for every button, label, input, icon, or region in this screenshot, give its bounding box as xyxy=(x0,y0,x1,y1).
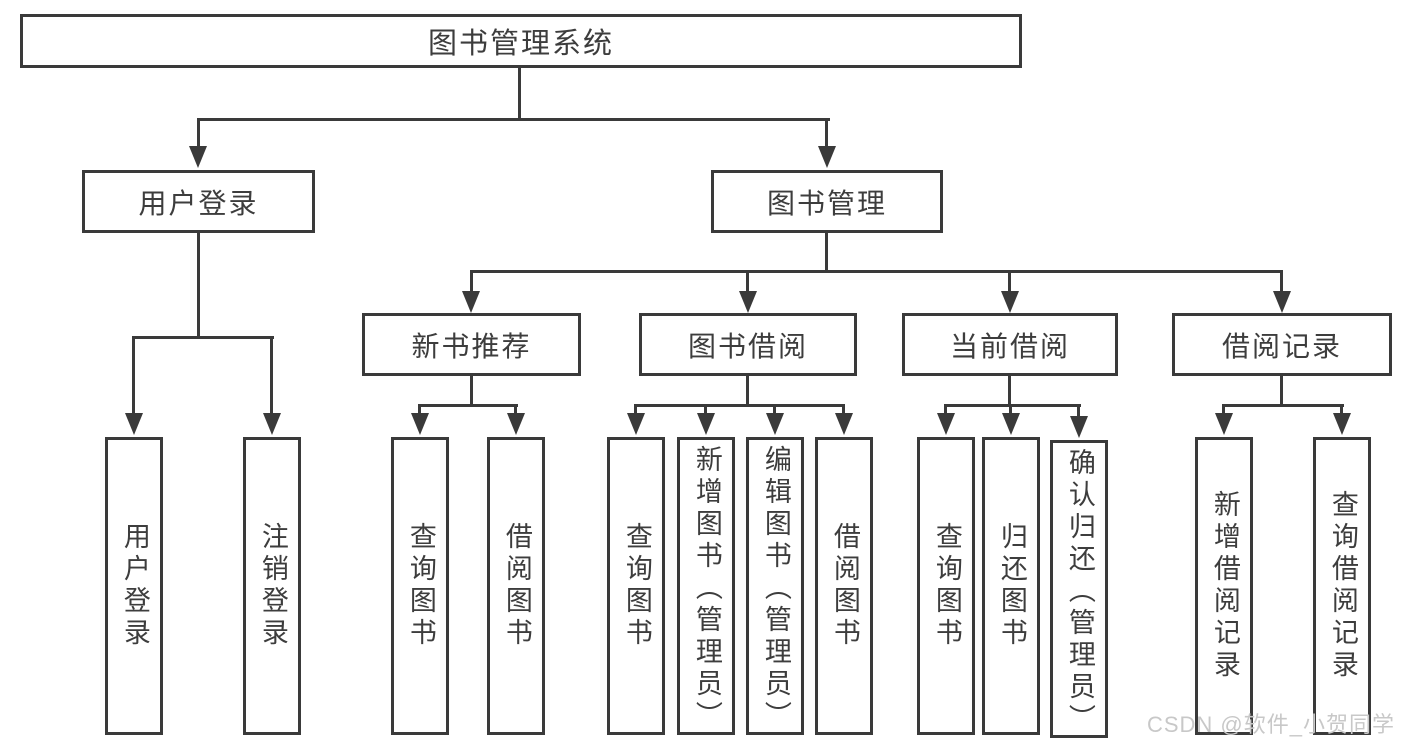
node-label: 图书管理 xyxy=(766,187,887,219)
connector-groupC-rail xyxy=(634,404,845,407)
connector-arrow-shaft xyxy=(1222,406,1225,417)
connector-arrow-shaft-book-management xyxy=(825,120,828,148)
leaf-borrow-books: 借阅图书 xyxy=(815,437,873,735)
leaf-label: 新增借阅记录 xyxy=(1209,490,1240,682)
arrow-down-icon xyxy=(1001,291,1019,313)
leaf-label: 查询图书 xyxy=(931,522,962,650)
arrow-down-icon xyxy=(739,291,757,313)
connector-arrow-shaft xyxy=(1340,406,1343,417)
connector-new-book-stem xyxy=(470,375,473,407)
node-label: 借阅记录 xyxy=(1221,330,1342,362)
connector-current-borrow-stem xyxy=(1008,375,1011,407)
arrow-down-icon xyxy=(125,413,143,435)
node-label: 当前借阅 xyxy=(949,330,1070,362)
arrow-down-icon xyxy=(1333,413,1351,435)
node-label: 新书推荐 xyxy=(411,330,532,362)
leaf-label: 编辑图书（管理员） xyxy=(760,445,791,733)
arrow-down-icon xyxy=(818,146,836,168)
arrow-down-icon xyxy=(411,413,429,435)
node-label: 图书管理系统 xyxy=(427,28,614,60)
arrow-down-icon xyxy=(1215,413,1233,435)
connector-root-stem xyxy=(518,66,521,120)
node-label: 图书借阅 xyxy=(687,330,808,362)
node-root-library-system: 图书管理系统 xyxy=(20,14,1022,68)
leaf-query-books-borrow: 查询图书 xyxy=(607,437,665,735)
connector-arrow-shaft-user-login xyxy=(197,120,200,148)
connector-arrow-shaft-book-borrow xyxy=(746,272,749,294)
leaf-edit-books-admin: 编辑图书（管理员） xyxy=(746,437,804,735)
leaf-label: 注销登录 xyxy=(257,522,288,650)
node-book-management: 图书管理 xyxy=(711,170,943,233)
leaf-label: 查询图书 xyxy=(621,522,652,650)
connector-book-management-stem xyxy=(825,232,828,272)
leaf-user-login: 用户登录 xyxy=(105,437,163,735)
arrow-down-icon xyxy=(507,413,525,435)
node-new-book-recommend: 新书推荐 xyxy=(362,313,581,376)
arrow-down-icon xyxy=(263,413,281,435)
leaf-query-borrow-record: 查询借阅记录 xyxy=(1313,437,1371,735)
leaf-label: 归还图书 xyxy=(996,522,1027,650)
connector-arrow-shaft xyxy=(704,406,707,417)
node-label: 用户登录 xyxy=(138,187,259,219)
leaf-query-books-recommend: 查询图书 xyxy=(391,437,449,735)
leaf-return-books: 归还图书 xyxy=(982,437,1040,735)
connector-arrow-shaft-current-borrow xyxy=(1008,272,1011,294)
connector-arrow-shaft-borrow-record xyxy=(1280,272,1283,294)
leaf-borrow-books-recommend: 借阅图书 xyxy=(487,437,545,735)
leaf-label: 查询图书 xyxy=(405,522,436,650)
leaf-confirm-return-admin: 确认归还（管理员） xyxy=(1050,440,1108,738)
arrow-down-icon xyxy=(937,413,955,435)
arrow-down-icon xyxy=(1002,413,1020,435)
arrow-down-icon xyxy=(697,413,715,435)
connector-arrow-shaft xyxy=(944,406,947,417)
connector-book-borrow-stem xyxy=(746,375,749,407)
connector-arrow-shaft xyxy=(773,406,776,417)
arrow-down-icon xyxy=(1070,416,1088,438)
connector-groupA-rail xyxy=(132,336,274,339)
leaf-logout: 注销登录 xyxy=(243,437,301,735)
connector-groupE-rail xyxy=(1222,404,1344,407)
connector-borrow-record-stem xyxy=(1280,375,1283,407)
arrow-down-icon xyxy=(189,146,207,168)
connector-arrow-shaft-new-book xyxy=(470,272,473,294)
connector-arrow-shaft xyxy=(418,406,421,417)
arrow-down-icon xyxy=(462,291,480,313)
connector-groupB-rail xyxy=(418,404,518,407)
leaf-label: 确认归还（管理员） xyxy=(1064,448,1095,736)
arrow-down-icon xyxy=(766,413,784,435)
connector-arrow-shaft xyxy=(1009,406,1012,417)
connector-groupD-rail xyxy=(944,404,1081,407)
connector-arrow-shaft xyxy=(1077,406,1080,419)
connector-arrow-shaft xyxy=(634,406,637,417)
leaf-label: 借阅图书 xyxy=(501,522,532,650)
leaf-label: 用户登录 xyxy=(119,522,150,650)
node-current-borrow: 当前借阅 xyxy=(902,313,1118,376)
connector-level3-rail xyxy=(470,270,1283,273)
leaf-label: 借阅图书 xyxy=(829,522,860,650)
node-borrow-record: 借阅记录 xyxy=(1172,313,1392,376)
arrow-down-icon xyxy=(1273,291,1291,313)
connector-arrow-shaft xyxy=(132,339,135,417)
node-book-borrow: 图书借阅 xyxy=(639,313,857,376)
leaf-query-books-current: 查询图书 xyxy=(917,437,975,735)
connector-arrow-shaft xyxy=(514,406,517,417)
node-user-login: 用户登录 xyxy=(82,170,315,233)
connector-arrow-shaft xyxy=(842,406,845,417)
arrow-down-icon xyxy=(835,413,853,435)
leaf-label: 查询借阅记录 xyxy=(1327,490,1358,682)
leaf-add-books-admin: 新增图书（管理员） xyxy=(677,437,735,735)
connector-arrow-shaft xyxy=(270,339,273,417)
csdn-watermark: CSDN @软件_小贺同学 xyxy=(1146,712,1395,737)
leaf-add-borrow-record: 新增借阅记录 xyxy=(1195,437,1253,735)
leaf-label: 新增图书（管理员） xyxy=(691,445,722,733)
connector-user-login-stem xyxy=(197,233,200,339)
arrow-down-icon xyxy=(627,413,645,435)
connector-level2-rail xyxy=(197,118,830,121)
